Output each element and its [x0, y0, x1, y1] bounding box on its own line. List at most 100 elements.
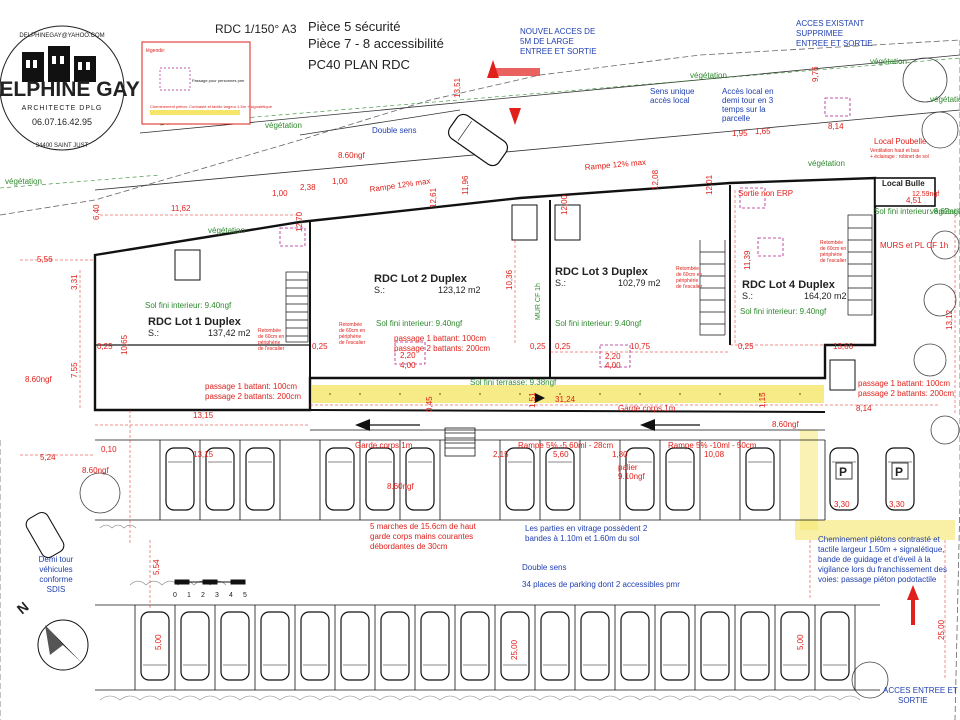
- dimension-labels: 11,62 5,56 3,31 7,55 10,65 0,25 0,25 0,2…: [37, 66, 954, 660]
- svg-text:0,25: 0,25: [530, 342, 546, 351]
- sol-lot4: Sol fini interieur: 9.40ngf: [740, 307, 827, 316]
- scale-bar: [174, 579, 246, 585]
- vegetation-4: végétation: [690, 71, 727, 80]
- svg-text:temps sur la: temps sur la: [722, 105, 766, 114]
- svg-text:12,08: 12,08: [651, 169, 660, 190]
- one-way-label: Sens unique accès local: [650, 87, 695, 105]
- svg-text:bande de guidage et d'éveil à: bande de guidage et d'éveil à la: [818, 555, 931, 564]
- svg-text:ENTREE ET SORTIE: ENTREE ET SORTIE: [796, 39, 873, 48]
- passage-lot4: passage 1 battant: 100cm passage 2 batta…: [858, 379, 954, 398]
- svg-text:25,00: 25,00: [937, 619, 946, 640]
- car-sdis: [25, 511, 65, 559]
- existing-access-label: ACCES EXISTANT SUPPRIMEE ENTREE ET SORTI…: [796, 19, 873, 48]
- parcel-boundary: [0, 39, 960, 720]
- marches-note: 5 marches de 15.6cm de haut garde corps …: [370, 522, 477, 551]
- north-label: N: [14, 598, 32, 617]
- svg-text:2,38: 2,38: [300, 183, 316, 192]
- svg-text:1,00: 1,00: [272, 189, 288, 198]
- title-scale: RDC 1/150° A3: [215, 22, 297, 36]
- pmr-symbol-1: P: [839, 465, 847, 479]
- cars-lower: [140, 611, 850, 681]
- unit-lot4: RDC Lot 4 Duplex S.: 164,20 m2: [742, 279, 847, 301]
- svg-text:7,55: 7,55: [70, 362, 79, 378]
- svg-text:5: 5: [243, 592, 247, 599]
- vegetation-7: végétation: [808, 159, 845, 168]
- unit-lot3: RDC Lot 3 Duplex S.: 102,79 m2: [555, 266, 661, 288]
- svg-text:Retombée: Retombée: [820, 240, 843, 246]
- svg-text:Sens unique: Sens unique: [650, 87, 695, 96]
- sol-local: Sol fini interieur: 8.62ngf: [874, 207, 960, 216]
- murs-pl: MURS et PL CF 1h: [880, 241, 948, 250]
- legend-item1: Passage pour personnes pmr: [192, 78, 245, 83]
- svg-text:RDC Lot 2 Duplex: RDC Lot 2 Duplex: [374, 273, 468, 285]
- double-sens-top: Double sens: [372, 126, 416, 135]
- vegetation-6: végétation: [930, 95, 960, 104]
- svg-text:3,30: 3,30: [889, 500, 905, 509]
- retombee-lot1: Retombée de 60cm en périphérie de l'esca…: [258, 328, 285, 352]
- demi-tour-note: Demi tour véhicules conforme SDIS: [39, 555, 74, 594]
- svg-text:passage 1 battant: 100cm: passage 1 battant: 100cm: [394, 334, 486, 343]
- ventilation-note-2: + éclairage : robinet de sol: [870, 154, 929, 160]
- ventilation-note-1: Ventilation haut et bas: [870, 148, 920, 154]
- local-access-label: Accès local en demi tour en 3 temps sur …: [722, 87, 774, 123]
- stair-lot3: [699, 240, 726, 336]
- svg-text:10,36: 10,36: [505, 269, 514, 290]
- new-access-hatch: [495, 68, 540, 76]
- svg-text:de 60cm en: de 60cm en: [820, 246, 846, 252]
- svg-text:9,76: 9,76: [811, 66, 820, 82]
- stair-lot4: [847, 214, 873, 316]
- sol-lot2: Sol fini interieur: 9.40ngf: [376, 319, 463, 328]
- svg-text:12,70: 12,70: [295, 211, 304, 232]
- pedestrian-path-right: [795, 520, 955, 540]
- svg-text:3: 3: [215, 592, 219, 599]
- local-bulle-label: Local Bulle: [882, 179, 925, 188]
- svg-text:parcelle: parcelle: [722, 114, 751, 123]
- svg-text:SORTIE: SORTIE: [898, 696, 928, 705]
- north-arrow: [37, 619, 89, 671]
- svg-text:1,51: 1,51: [528, 392, 537, 408]
- svg-text:11,96: 11,96: [461, 175, 470, 195]
- svg-text:0,45: 0,45: [425, 396, 434, 412]
- svg-text:25,00: 25,00: [510, 639, 519, 660]
- svg-text:tactile largeur 1.50m + signal: tactile largeur 1.50m + signalétique,: [818, 545, 945, 554]
- vegetation-5: végétation: [870, 57, 907, 66]
- svg-text:ACCES EXISTANT: ACCES EXISTANT: [796, 19, 864, 28]
- cheminement-note: Cheminement piétons contrasté et tactile…: [818, 535, 947, 584]
- hedge-bottom: [99, 695, 861, 701]
- svg-text:137,42 m2: 137,42 m2: [208, 328, 251, 338]
- sol-lot1: Sol fini interieur: 9.40ngf: [145, 301, 232, 310]
- svg-text:véhicules: véhicules: [39, 565, 72, 574]
- rampe-5-a: Rampe 5% -5.60ml - 28cm: [518, 441, 613, 450]
- svg-text:2,20: 2,20: [400, 351, 416, 360]
- architect-logo: [0, 25, 125, 151]
- bushes-mid: [99, 524, 227, 586]
- stair-entry: [444, 427, 476, 457]
- svg-text:0: 0: [173, 592, 177, 599]
- svg-text:périphérie: périphérie: [820, 252, 842, 258]
- terrace-dots: [329, 393, 801, 395]
- retombee-lot4: Retombée de 60cm en périphérie de l'esca…: [820, 240, 847, 264]
- car-turning: [447, 113, 509, 167]
- svg-text:conforme: conforme: [39, 575, 73, 584]
- svg-text:SUPPRIMEE: SUPPRIMEE: [796, 29, 843, 38]
- svg-text:10,75: 10,75: [630, 342, 651, 351]
- title-plan-name: PC40 PLAN RDC: [308, 57, 410, 72]
- vegetation-lines: [0, 57, 960, 189]
- pmr-symbol-2: P: [895, 465, 903, 479]
- svg-text:8,14: 8,14: [856, 404, 872, 413]
- rampe-5-b: Rampe 5% -10ml - 50cm: [668, 441, 757, 450]
- svg-text:de l'escalier: de l'escalier: [258, 346, 285, 352]
- svg-text:RDC Lot 1 Duplex: RDC Lot 1 Duplex: [148, 316, 242, 328]
- svg-text:NOUVEL ACCES DE: NOUVEL ACCES DE: [520, 27, 595, 36]
- svg-text:Retombée: Retombée: [676, 266, 699, 272]
- svg-text:de l'escalier: de l'escalier: [339, 340, 366, 346]
- svg-text:passage 2 battants: 200cm: passage 2 battants: 200cm: [858, 389, 954, 398]
- level-ngf-c: 8.60ngf: [82, 466, 109, 475]
- scale-bar-labels: 0 1 2 3 4 5: [173, 592, 247, 599]
- legend-item2: Cheminement piéton: Contrasté et tactile…: [150, 104, 273, 109]
- svg-text:Demi tour: Demi tour: [39, 555, 74, 564]
- vegetation-3: végétation: [208, 226, 245, 235]
- unit-lot2: RDC Lot 2 Duplex S.: 123,12 m2: [374, 273, 481, 295]
- svg-text:5,60: 5,60: [553, 450, 569, 459]
